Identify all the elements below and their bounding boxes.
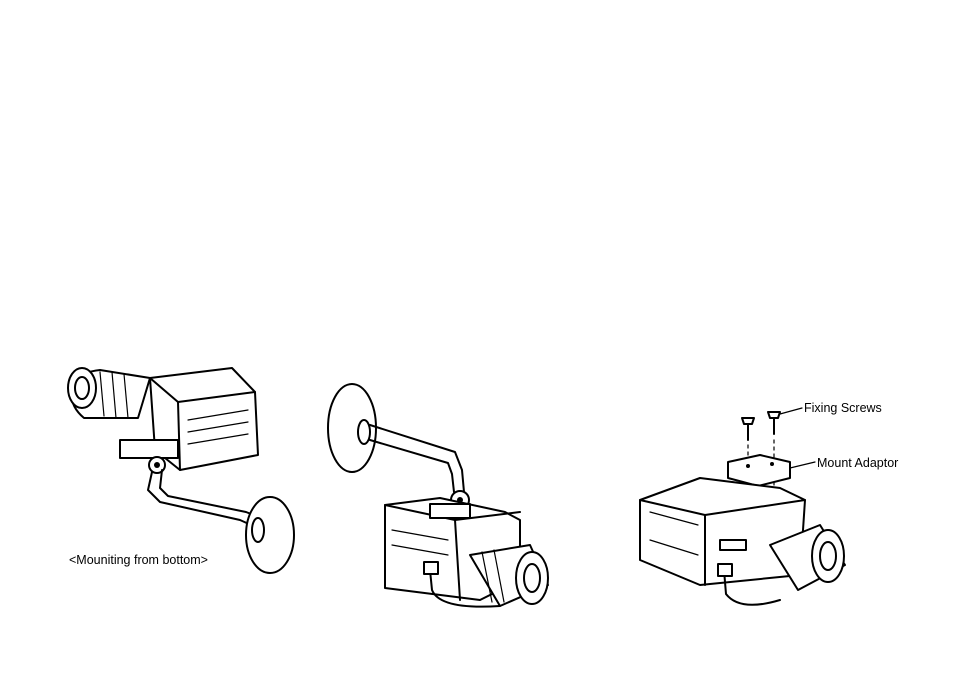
mount-adaptor-plate: [728, 455, 815, 486]
label-mount-adaptor: Mount Adaptor: [817, 456, 898, 470]
label-fixing-screws: Fixing Screws: [804, 401, 882, 415]
camera-body-adaptor: [640, 478, 845, 605]
caption-bottom-mount: <Mouniting from bottom>: [69, 553, 208, 567]
